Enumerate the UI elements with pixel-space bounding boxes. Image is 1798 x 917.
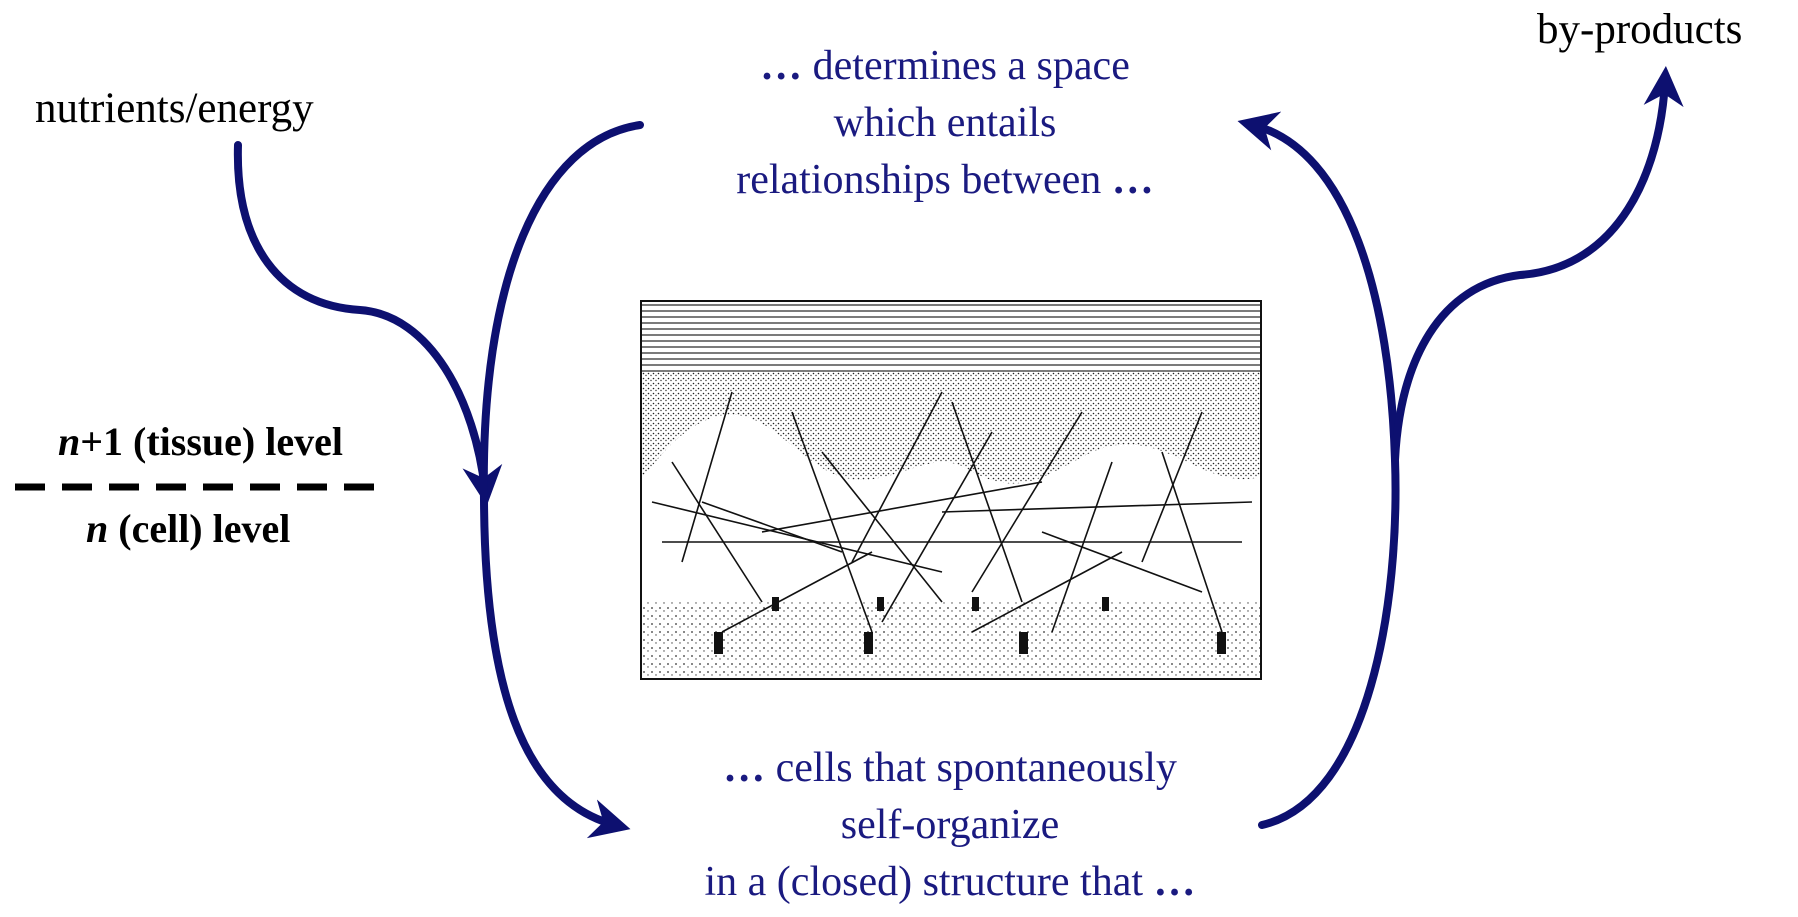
cell-level-label: n (cell) level — [86, 505, 290, 552]
top-line-1: … determines a space — [635, 38, 1255, 95]
tissue-engraving-illustration — [640, 300, 1262, 680]
nutrients-energy-label: nutrients/energy — [35, 84, 314, 133]
bottom-line-2: self-organize — [600, 797, 1300, 854]
bottom-line-1: … cells that spontaneously — [600, 740, 1300, 797]
to-cells-arrow — [484, 500, 615, 825]
bottom-line-3: in a (closed) structure that … — [600, 854, 1300, 911]
bottom-text-block: … cells that spontaneously self-organize… — [600, 740, 1300, 911]
n-variable: n — [58, 419, 80, 464]
ascend-arrow — [1253, 125, 1396, 825]
tissue-level-label: n+1 (tissue) level — [58, 418, 343, 465]
by-products-label: by-products — [1537, 5, 1742, 54]
top-text-block: … determines a space which entails relat… — [635, 38, 1255, 209]
n-variable: n — [86, 506, 108, 551]
outflow-arrow — [1395, 82, 1665, 460]
top-line-3: relationships between … — [635, 152, 1255, 209]
descend-arrow — [484, 125, 640, 500]
top-line-2: which entails — [635, 95, 1255, 152]
